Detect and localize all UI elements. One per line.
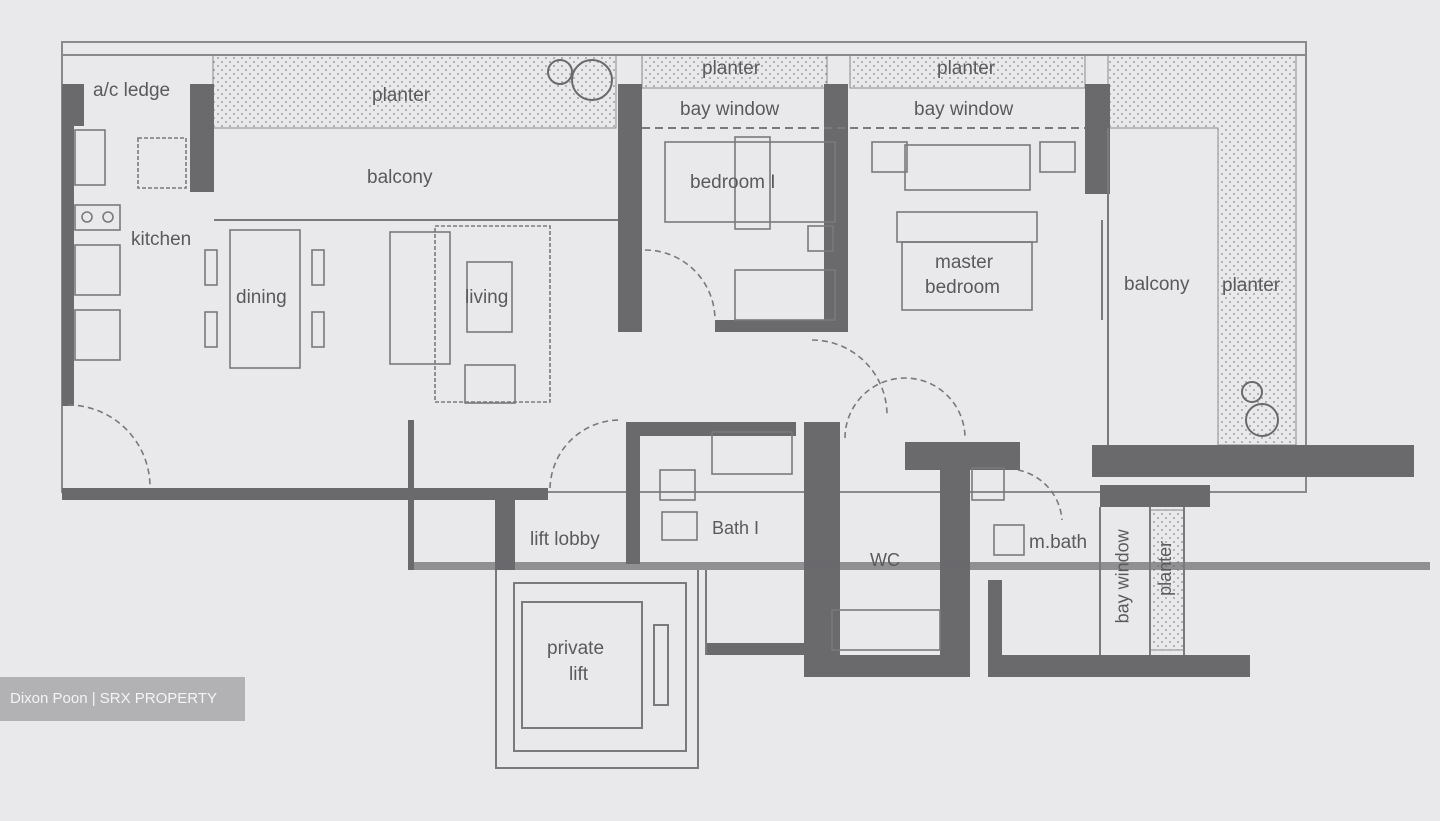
- label-bay-window-lower: bay window: [1112, 529, 1133, 624]
- furniture: [74, 129, 1076, 651]
- label-planter-top: planter: [372, 85, 431, 106]
- label-master-bedroom-2: bedroom: [925, 277, 1000, 298]
- label-lift-lobby: lift lobby: [530, 529, 600, 550]
- label-kitchen: kitchen: [131, 229, 192, 250]
- door-swings: [67, 249, 1063, 521]
- label-private-lift-2: lift: [569, 664, 588, 685]
- label-planter-right: planter: [1222, 275, 1281, 296]
- label-balcony-right: balcony: [1124, 274, 1190, 295]
- label-ac-ledge: a/c ledge: [93, 80, 171, 101]
- label-planter-bedroom1: planter: [702, 58, 761, 79]
- label-bay-window-bedroom1: bay window: [680, 99, 780, 120]
- label-bay-window-master: bay window: [914, 99, 1014, 120]
- label-living: living: [465, 287, 509, 308]
- interior-lines: [214, 127, 1185, 769]
- label-balcony-top: balcony: [367, 167, 433, 188]
- label-wc: WC: [870, 550, 900, 570]
- label-master-bedroom-1: master: [935, 252, 994, 273]
- label-private-lift-1: private: [547, 638, 605, 659]
- planters: [212, 54, 1297, 651]
- label-dining: dining: [236, 287, 287, 308]
- label-bath1: Bath I: [712, 518, 760, 538]
- watermark-credit: Dixon Poon | SRX PROPERTY: [0, 677, 245, 721]
- tree-icon: [547, 59, 1279, 437]
- label-planter-master: planter: [937, 58, 996, 79]
- walls: [62, 84, 1430, 677]
- label-bedroom1: bedroom I: [690, 172, 776, 193]
- label-planter-lower: planter: [1155, 540, 1176, 596]
- label-m-bath: m.bath: [1029, 532, 1088, 553]
